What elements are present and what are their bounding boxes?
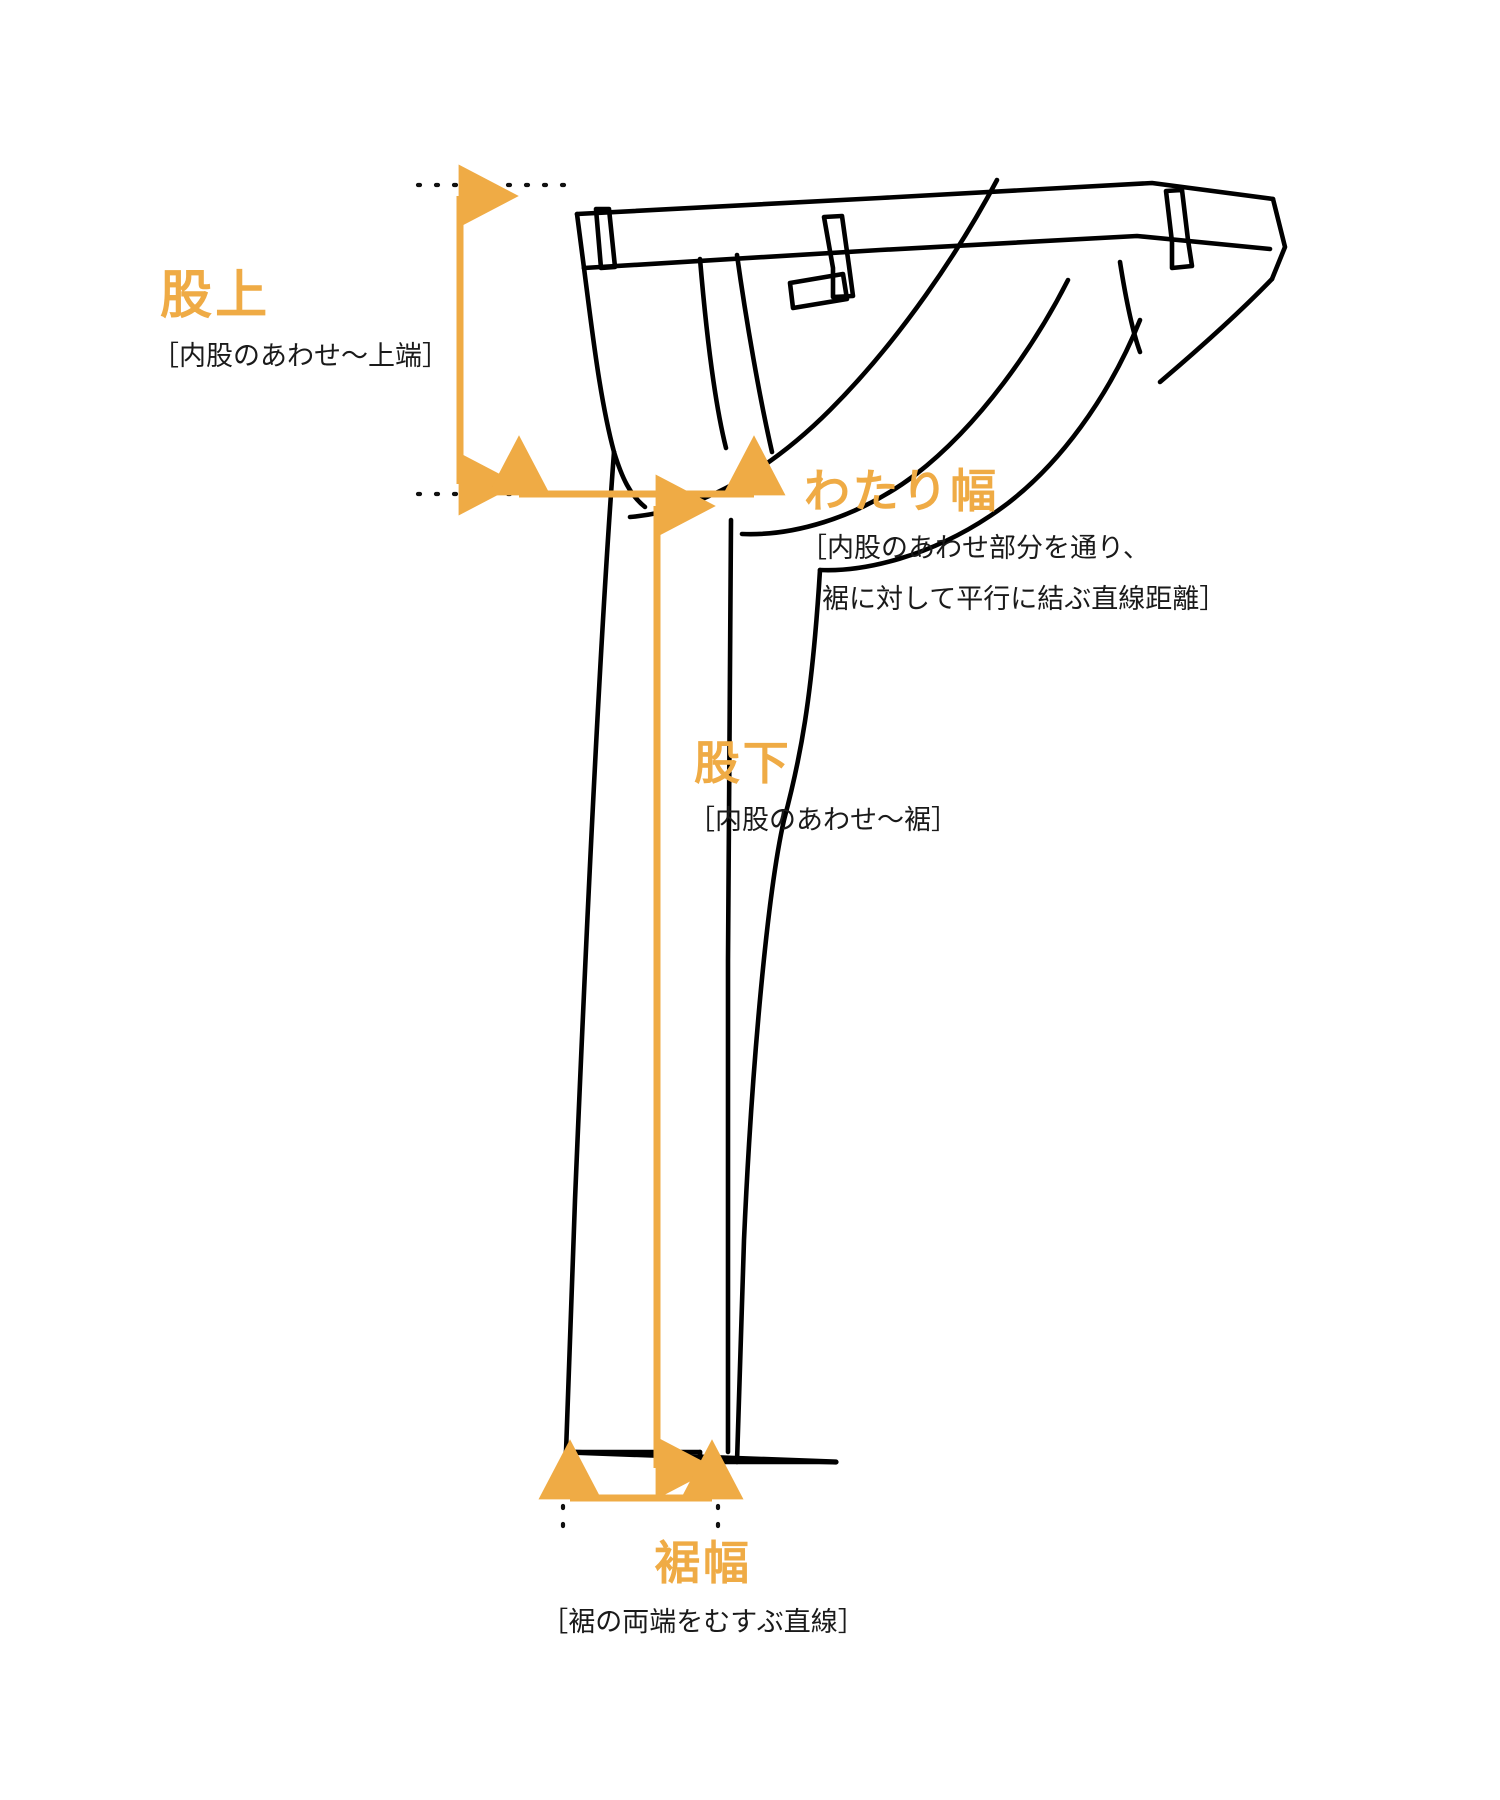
label-thigh-width-sub-1: ［内股のあわせ部分を通り、 [800,532,1150,563]
label-rise-sub: ［内股のあわせ〜上端］ [152,341,449,372]
label-inseam: 股下 ［内股のあわせ〜裾］ [688,738,958,840]
label-hem-width: 裾幅 ［裾の両端をむすぶ直線］ [495,1538,911,1642]
belt-loop-middle [821,213,856,300]
front-crease [725,517,734,1455]
label-rise: 股上 ［内股のあわせ〜上端］ [152,267,449,376]
label-thigh-width-sub-2: 裾に対して平行に結ぶ直線距離］ [822,583,1227,614]
belt-tab [787,271,850,311]
label-thigh-width: わたり幅 ［内股のあわせ部分を通り、 裾に対して平行に結ぶ直線距離］ [800,466,1226,619]
label-inseam-sub: ［内股のあわせ〜裾］ [688,804,958,835]
label-rise-title: 股上 [160,267,271,325]
belt-loop-front [593,206,618,271]
label-thigh-width-title: わたり幅 [804,465,1000,517]
label-hem-width-title: 裾幅 [654,1537,752,1589]
belt-loop-back [1163,187,1195,271]
label-hem-width-sub: ［裾の両端をむすぶ直線］ [541,1606,865,1637]
label-inseam-title: 股下 [694,737,792,789]
